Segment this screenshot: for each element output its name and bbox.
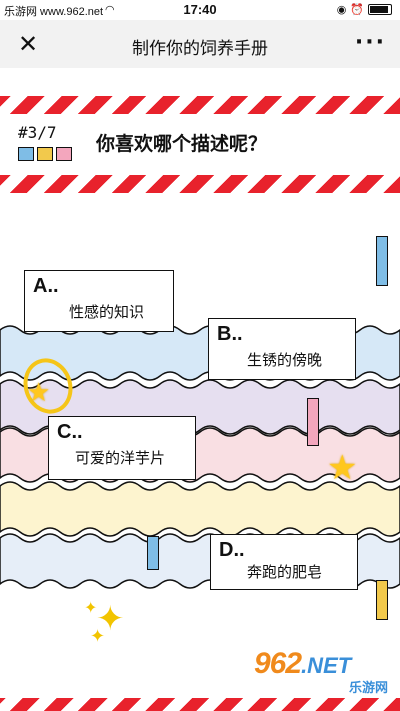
wave-band-yellow-svg [0,481,400,537]
star-icon: ★ [327,448,358,488]
option-b-card[interactable]: B.. 生锈的傍晚 [208,318,356,380]
footer-stripe-decoration [0,698,400,711]
alarm-icon: ⏰ [350,3,364,16]
wave-band-yellow [0,478,400,540]
color-swatches [18,147,72,161]
decor-bar-yellow [376,580,388,620]
watermark-main: 962 [254,647,302,680]
close-icon[interactable]: ✕ [17,30,39,58]
option-a-letter: A.. [33,275,59,297]
status-time: 17:40 [183,2,217,17]
top-stripe-decoration [0,96,400,114]
swatch-blue [18,147,34,161]
option-d-card[interactable]: D.. 奔跑的肥皂 [210,534,358,590]
swatch-yellow [37,147,53,161]
question-header: #3/7 你喜欢哪个描述呢？ [0,115,400,175]
site-watermark: 962.NET 乐游网 [254,647,394,697]
option-b-letter: B.. [217,323,243,345]
option-a-card[interactable]: A.. 性感的知识 [24,270,174,332]
decor-bar-blue-bottom [147,536,159,570]
battery-icon [368,4,392,15]
page-title: 制作你的饲养手册 [132,39,268,59]
watermark-net: .NET [301,653,352,678]
swatch-pink [56,147,72,161]
option-d-letter: D.. [219,539,245,561]
bottom-stripe-decoration [0,175,400,193]
decor-bar-blue-top [376,236,388,286]
watermark-sub: 乐游网 [348,680,388,695]
question-progress: #3/7 [18,123,57,142]
status-site-text: 乐游网 www.962.net [4,6,104,18]
nav-bar: ✕ 制作你的饲养手册 ··· [0,20,400,68]
location-icon: ◉ [336,3,347,16]
sparkle-small-icon: ✦ [84,598,98,617]
question-text: 你喜欢哪个描述呢？ [96,133,268,155]
small-star-icon: ★ [27,378,51,408]
wifi-icon: ◠ [105,3,115,16]
more-menu-icon[interactable]: ··· [354,30,386,55]
option-d-label: 奔跑的肥皂 [247,563,323,581]
option-c-label: 可爱的洋芋片 [75,449,166,467]
status-bar: 乐游网 www.962.net ◠ 17:40 ◉ ⏰ [0,0,400,20]
sparkle-tiny-icon: ✦ [90,626,106,647]
option-a-label: 性感的知识 [69,303,145,321]
decor-bar-pink [307,398,319,446]
option-c-card[interactable]: C.. 可爱的洋芋片 [48,416,196,480]
sparkle-icon: ✦ [96,599,125,639]
option-b-label: 生锈的傍晚 [247,351,323,369]
status-icons: ◉ ⏰ [337,3,392,16]
option-c-letter: C.. [57,421,83,443]
